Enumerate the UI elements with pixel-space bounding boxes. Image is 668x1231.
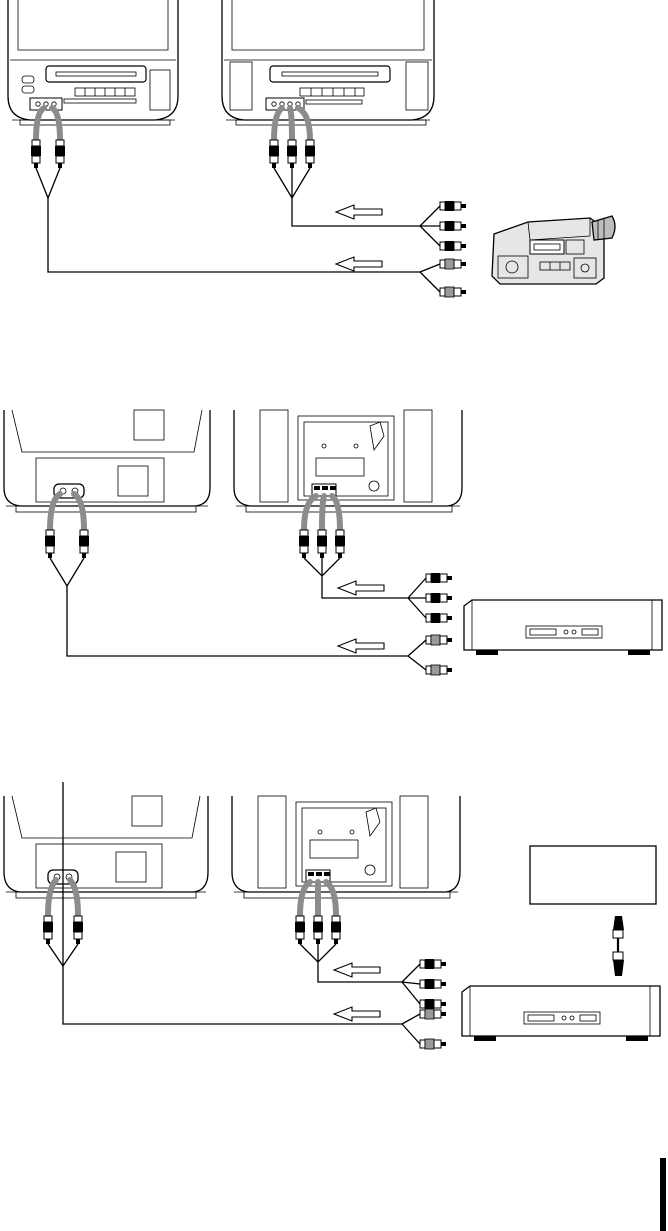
- tv-front-right: [222, 0, 434, 125]
- rca-plug-icon: [55, 140, 65, 168]
- rca-plug-icon: [420, 1039, 446, 1049]
- rca-plug-icon: [440, 259, 466, 269]
- tv-rear-left: [4, 410, 210, 512]
- arrow-left-icon: [338, 581, 384, 595]
- rca-plug-icon: [305, 140, 315, 168]
- vcr-icon: [464, 600, 662, 655]
- rca-plug-icon: [335, 530, 345, 558]
- panel-1: [8, 0, 615, 297]
- rca-plug-icon: [426, 665, 452, 675]
- tv-rear-left-3: [4, 796, 208, 898]
- rca-plug-icon: [426, 593, 452, 603]
- camcorder-icon: [492, 216, 615, 284]
- rca-plug-icon: [426, 573, 452, 583]
- tv-rear-right: [234, 410, 462, 512]
- rca-plug-icon: [420, 959, 446, 969]
- rca-plug-icon: [73, 916, 83, 944]
- tv-rear-right-3: [232, 796, 460, 898]
- rca-plug-icon: [299, 530, 309, 558]
- arrow-left-icon: [334, 1007, 380, 1021]
- arrow-left-icon: [336, 205, 382, 219]
- arrow-left-icon: [336, 257, 382, 271]
- rca-plug-icon: [440, 241, 466, 251]
- rca-plug-icon: [331, 916, 341, 944]
- rca-plug-icon: [426, 613, 452, 623]
- rca-plug-icon: [269, 140, 279, 168]
- rca-plug-icon: [79, 530, 89, 558]
- arrow-left-icon: [334, 963, 380, 977]
- tv-front-left: [8, 0, 178, 125]
- panel-3: [4, 782, 660, 1049]
- rca-plug-icon: [295, 916, 305, 944]
- rca-plug-icon: [317, 530, 327, 558]
- rca-plug-icon: [420, 999, 446, 1009]
- rca-plug-icon: [43, 916, 53, 944]
- rca-plug-icon: [313, 916, 323, 944]
- rca-plug-icon: [45, 530, 55, 558]
- panel-2: [4, 410, 662, 675]
- rca-plug-icon: [420, 1009, 446, 1019]
- rca-plug-icon: [420, 979, 446, 989]
- arrow-left-icon: [338, 639, 384, 653]
- rca-plug-icon: [440, 287, 466, 297]
- antenna-cable-icon: [613, 916, 624, 976]
- rca-plug-icon: [31, 140, 41, 168]
- rca-plug-icon: [440, 221, 466, 231]
- rca-plug-icon: [426, 635, 452, 645]
- page-edge-tab: [660, 1158, 666, 1231]
- tuner-box: [530, 846, 656, 904]
- rca-plug-icon: [440, 201, 466, 211]
- vcr-icon: [462, 986, 660, 1041]
- rca-plug-icon: [287, 140, 297, 168]
